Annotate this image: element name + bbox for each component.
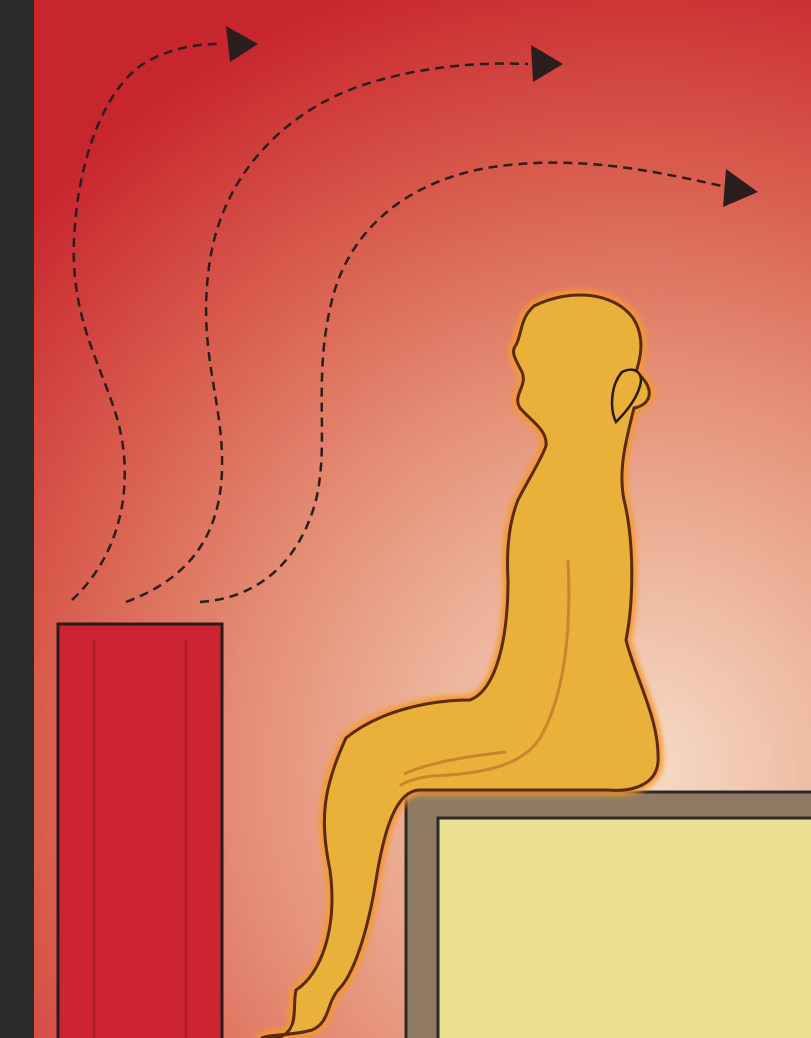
sauna-bench (406, 792, 811, 1038)
sauna-heater (58, 624, 222, 1038)
sauna-wall (0, 0, 34, 1038)
